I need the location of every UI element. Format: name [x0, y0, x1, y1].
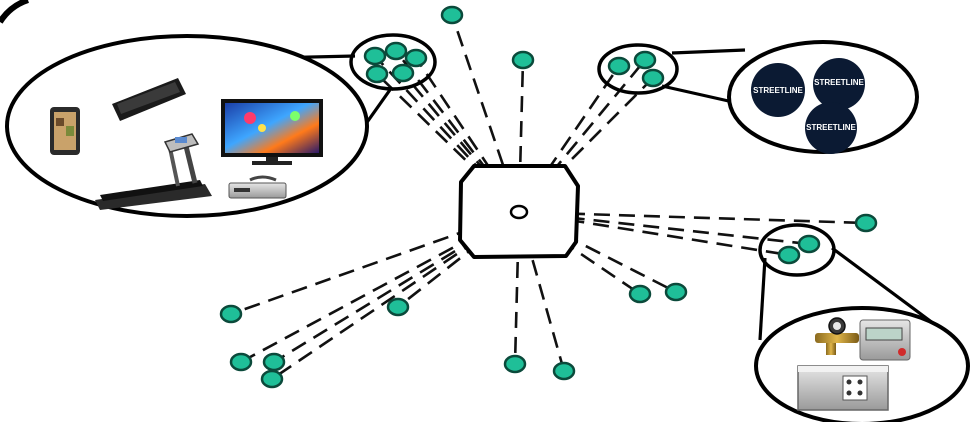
sensor-puck-1: STREETLINE — [751, 63, 805, 117]
network-node — [552, 361, 576, 381]
enclosure-box-icon — [797, 365, 889, 411]
network-node — [363, 46, 387, 66]
network-node — [628, 284, 652, 304]
sensor-label-1: STREETLINE — [753, 86, 803, 95]
network-node — [854, 213, 878, 233]
zoom-line-bottom-left — [758, 257, 767, 341]
tablet-icon — [50, 107, 80, 155]
sensor-label-2: STREETLINE — [814, 78, 864, 87]
zoom-line-right-top — [671, 48, 746, 55]
network-node — [391, 63, 415, 83]
treadmill-icon — [95, 133, 212, 210]
hub-center-node — [509, 204, 529, 220]
network-node — [664, 282, 688, 302]
group-circle-meters — [758, 223, 836, 277]
network-node — [440, 5, 464, 25]
television-icon — [221, 99, 323, 165]
set-top-box-icon — [228, 175, 287, 199]
network-node — [384, 41, 408, 61]
sensor-label-3: STREETLINE — [806, 123, 856, 132]
network-node — [633, 50, 657, 70]
network-node — [404, 48, 428, 68]
group-circle-sensors — [597, 43, 679, 95]
network-node — [229, 352, 253, 372]
sensor-puck-3: STREETLINE — [805, 102, 857, 154]
network-node — [641, 68, 665, 88]
smartphone-icon — [112, 78, 186, 121]
dashed-link — [273, 210, 520, 364]
electric-meter-icon — [859, 319, 911, 361]
network-node — [797, 234, 821, 254]
node-group — [219, 5, 878, 389]
zoom-ellipse-consumer-devices — [5, 34, 369, 218]
gas-meter-icon — [815, 317, 859, 355]
group-circle-devices — [349, 33, 437, 91]
network-node — [386, 297, 410, 317]
network-node — [365, 64, 389, 84]
network-node — [503, 354, 527, 374]
zoom-line-right-bottom — [661, 84, 734, 104]
corner-arc — [0, 0, 30, 24]
network-node — [511, 50, 535, 70]
network-node — [219, 304, 243, 324]
network-node — [260, 369, 284, 389]
network-node — [777, 245, 801, 265]
network-node — [607, 56, 631, 76]
network-node — [262, 352, 286, 372]
sensor-puck-2: STREETLINE — [813, 58, 865, 110]
dashed-link — [518, 210, 790, 257]
